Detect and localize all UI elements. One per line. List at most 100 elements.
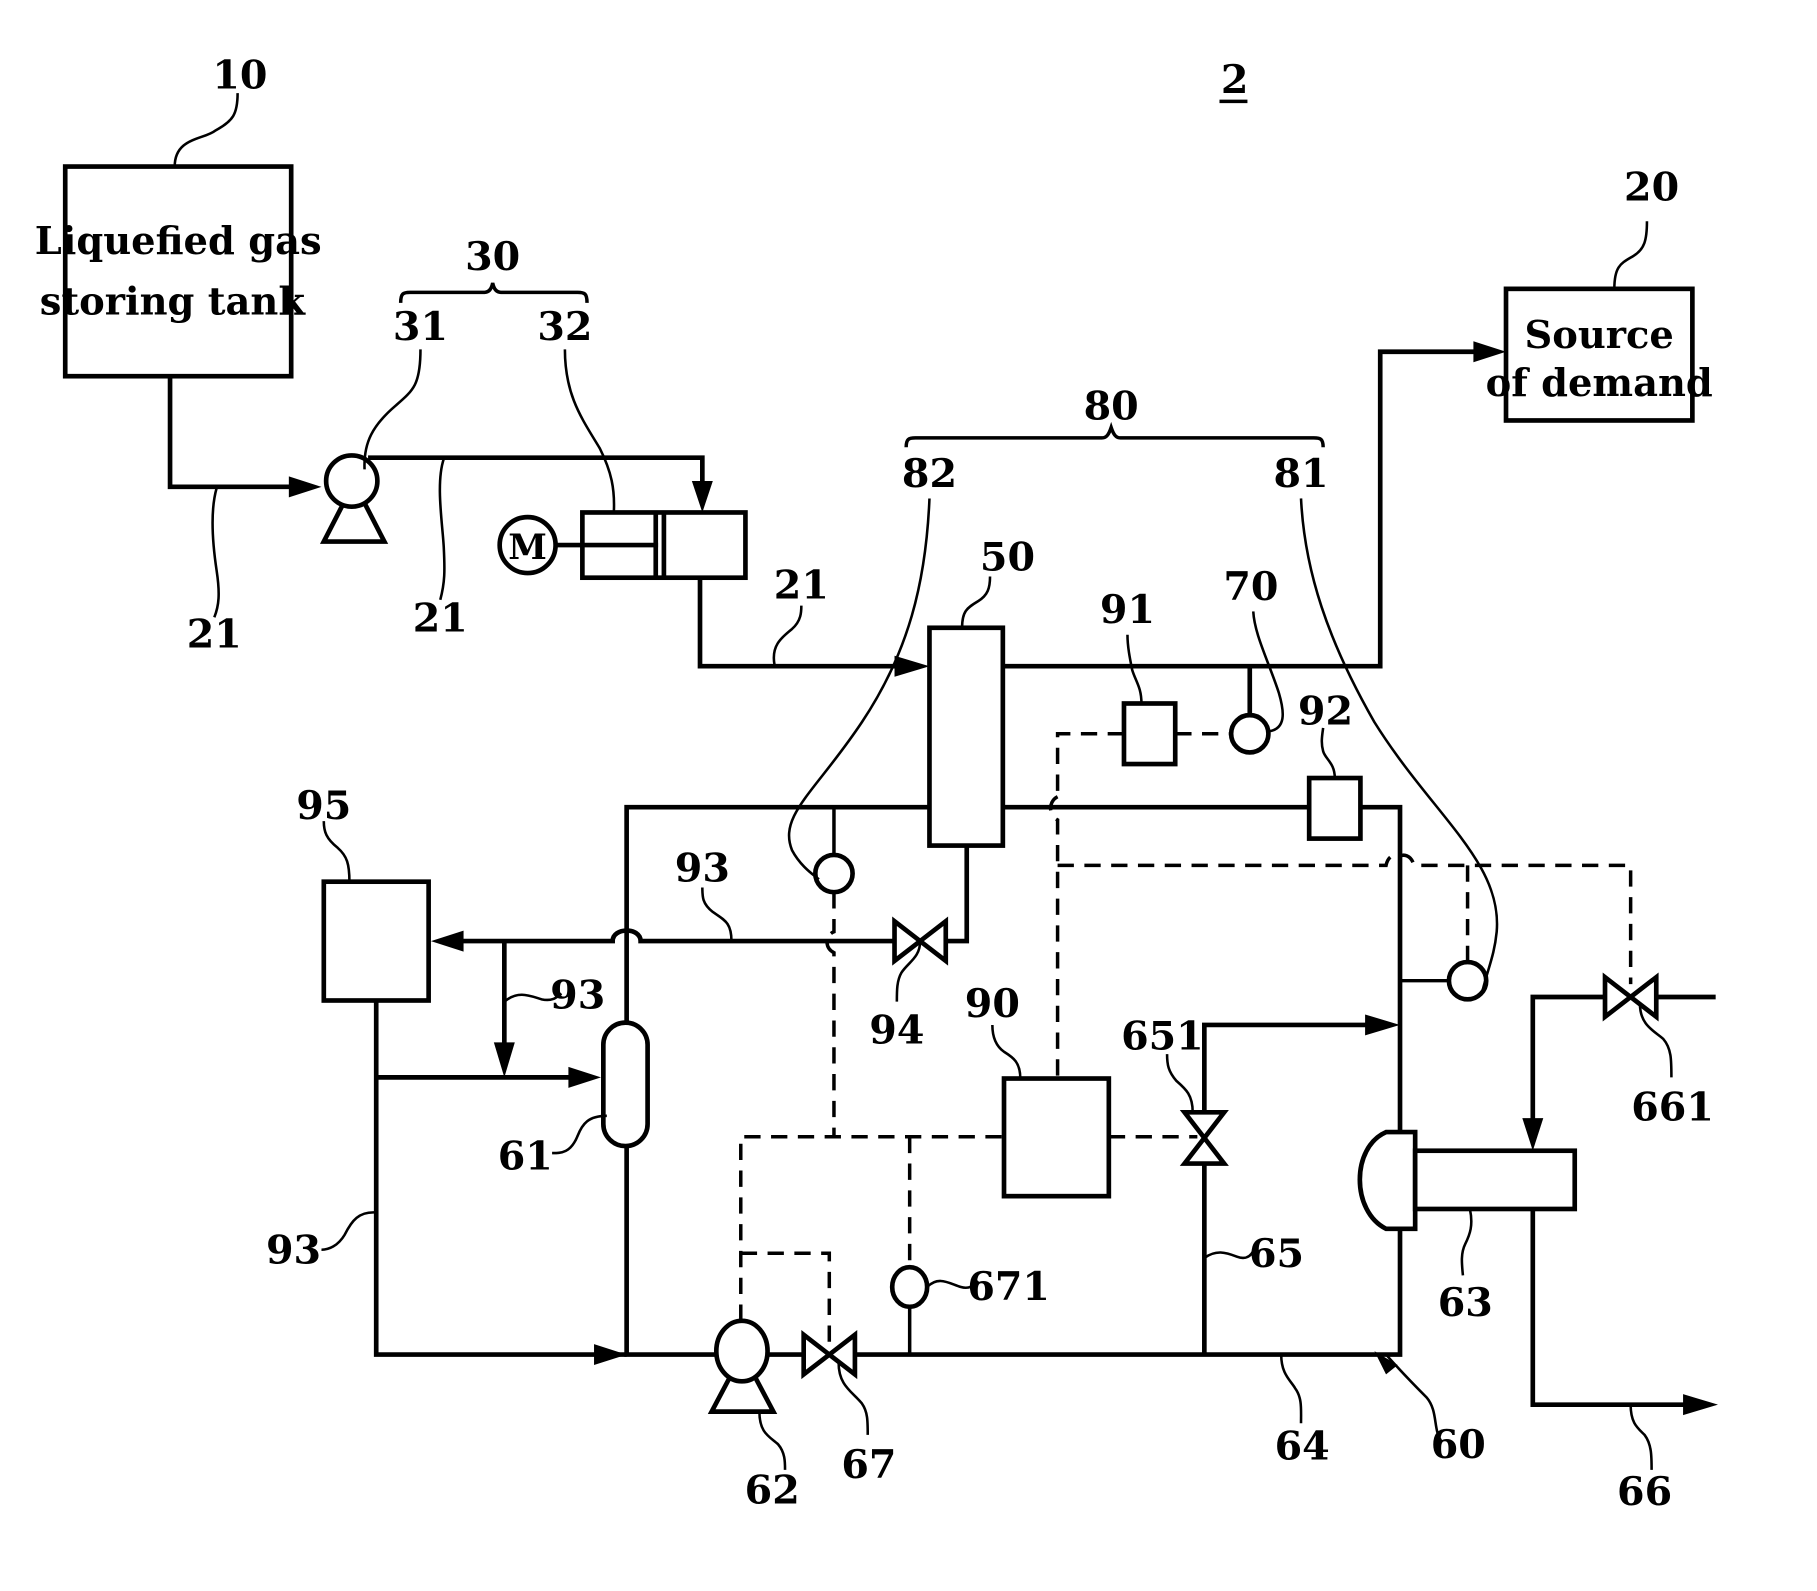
controller-box (1004, 1079, 1109, 1197)
sensor91-box (1124, 703, 1175, 764)
sensor92-box (1309, 778, 1360, 839)
line65-leader (1204, 1251, 1253, 1258)
heater-burner (1360, 1132, 1415, 1229)
line93-leader-top (702, 888, 731, 942)
sensor92-leader (1322, 728, 1335, 778)
signal-82 (827, 892, 834, 1137)
exchanger-body (929, 628, 1002, 846)
demand-ref: 20 (1624, 164, 1679, 210)
valve651-top (1185, 1112, 1225, 1138)
temp-sensor-body (1231, 715, 1268, 752)
motor-label: M (508, 527, 547, 568)
controller-90: 90 (965, 981, 1109, 1196)
arrow-to-buffer-tank (568, 1067, 601, 1088)
heater-ref: 63 (1438, 1280, 1493, 1326)
sensor-group-80: 80 82 81 (902, 383, 1329, 497)
pump-unit-ref: 30 (465, 234, 520, 280)
pump-unit-brace (401, 283, 587, 303)
tank-label-line1: Liquefied gas (35, 219, 322, 264)
hp-pump-ref: 32 (537, 304, 592, 350)
pump31-body (326, 455, 377, 506)
buffer-tank-leader (552, 1116, 607, 1153)
heater-leader (1462, 1209, 1471, 1275)
valve67-left (804, 1335, 830, 1375)
pressure-sensor-671: 671 (892, 1264, 1050, 1355)
line21-leader-c (774, 606, 802, 665)
loop-pipe-tank-to-exchanger (627, 807, 930, 1022)
valve651-leader (1167, 1054, 1193, 1112)
steam-line-66: 661 66 (1522, 977, 1718, 1515)
controller-leader (992, 1025, 1020, 1079)
exchanger-ref: 50 (980, 535, 1035, 581)
signal-91-down (1058, 734, 1124, 797)
line64-ref: 64 (1275, 1423, 1330, 1469)
controller-ref: 90 (965, 981, 1020, 1027)
temp-sensor-leader (1253, 611, 1282, 731)
sensor92-ref: 92 (1298, 688, 1353, 734)
drain-tank-ref: 95 (296, 783, 351, 829)
steam-pipe-outlet (1533, 1209, 1701, 1405)
valve661-ref: 661 (1631, 1084, 1714, 1130)
signal-to-controller (1051, 797, 1058, 1079)
steam-pipe-to-heater (1533, 997, 1605, 1136)
sensor91-ref: 91 (1100, 587, 1155, 633)
line66-leader (1631, 1405, 1652, 1470)
drain-pipe-top (443, 931, 895, 941)
arrow-to-exchanger-50 (895, 656, 930, 677)
line21-leader-b (440, 459, 445, 600)
figure-number: 2 (1219, 57, 1248, 103)
arrow-to-demand-20 (1473, 341, 1506, 362)
heater-body (1415, 1151, 1575, 1209)
buffer-tank-ref: 61 (498, 1133, 553, 1179)
line66-ref: 66 (1617, 1469, 1672, 1515)
exchanger-leader (962, 577, 990, 628)
arrow-steam-to-heater (1522, 1118, 1543, 1151)
pump-valve-67: 67 (804, 1335, 897, 1488)
supply-line-21: 21 21 21 (170, 341, 1506, 676)
drain-tank-box (324, 882, 429, 1001)
source-of-demand: Source of demand 20 (1486, 164, 1713, 420)
drain-tank-leader (324, 821, 350, 882)
tank-ref: 10 (212, 53, 267, 99)
line21-ref-a: 21 (187, 612, 242, 658)
sensor-91: 91 (1100, 587, 1175, 764)
arrow-to-hp-pump-32 (692, 481, 713, 512)
pump62-ref: 62 (745, 1468, 800, 1514)
buffer-tank-body (603, 1023, 647, 1146)
sensor82-body (815, 855, 852, 892)
tank-leader (175, 93, 238, 166)
loop-pipe-92-to-heater (1360, 807, 1400, 1132)
liquefied-gas-storing-tank: Liquefied gas storing tank 10 (35, 53, 322, 377)
sensor82-leader (789, 498, 929, 879)
sensor671-ref: 671 (967, 1264, 1050, 1310)
signal-to-valve-661 (1058, 855, 1631, 984)
demand-label-line2: of demand (1486, 361, 1713, 406)
sensor-group-ref: 80 (1084, 383, 1139, 429)
arrow-to-drain-tank (431, 931, 464, 952)
sensor671-body (892, 1267, 927, 1307)
sensor82-ref: 82 (902, 451, 957, 497)
line64-leader (1281, 1355, 1301, 1424)
pump-unit-30: 30 31 32 (393, 234, 593, 350)
tank-label-line2: storing tank (40, 279, 307, 324)
line21-ref-c: 21 (774, 563, 829, 609)
valve661-left (1605, 977, 1631, 1017)
valve67-ref: 67 (841, 1442, 896, 1488)
pump62-leader (759, 1412, 785, 1470)
pump31-leader (364, 349, 420, 469)
arrow-steam-out (1683, 1394, 1718, 1415)
drain-pipe-from-exchanger (946, 846, 967, 942)
temp-sensor-ref: 70 (1223, 564, 1278, 610)
line93-ref-left: 93 (266, 1228, 321, 1274)
valve651-bottom (1185, 1138, 1225, 1164)
heat-exchanger-50: 50 (929, 535, 1035, 846)
sensor81-body (1449, 962, 1486, 999)
valve67-right (829, 1335, 855, 1375)
pump32-leader (565, 349, 614, 512)
heater-63: 63 (1360, 1132, 1575, 1326)
line21-leader-a (213, 488, 219, 617)
valve661-right (1631, 977, 1657, 1017)
tank-box (65, 167, 291, 377)
arrow-bypass-to-heater (1365, 1014, 1400, 1035)
